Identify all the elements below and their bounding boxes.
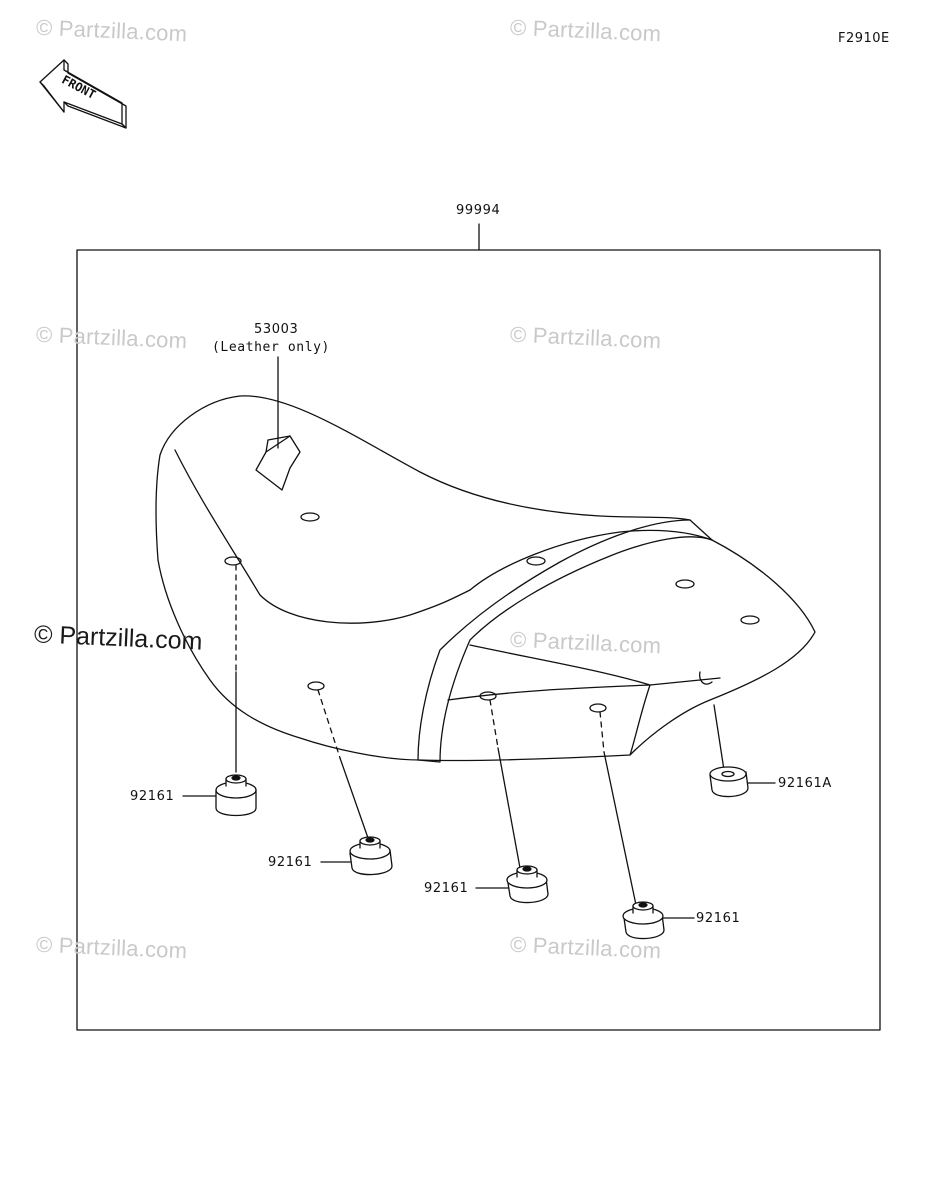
seat-drawing <box>155 395 816 763</box>
damper-icon <box>709 766 749 798</box>
figure-id: F2910E <box>838 31 890 46</box>
damper-part-number: 92161 <box>696 911 741 926</box>
emblem-part-note: (Leather only) <box>212 340 330 355</box>
damper-part-number: 92161 <box>268 855 313 870</box>
assembly-part-number: 99994 <box>456 203 501 218</box>
emblem-part-number: 53003 <box>254 322 299 337</box>
damper-part-number: 92161 <box>130 789 175 804</box>
damper-part-number: 92161 <box>424 881 469 896</box>
damper-icon <box>349 836 393 876</box>
damper-icon <box>622 901 665 940</box>
damper-icon <box>215 774 257 817</box>
front-arrow-icon: FRONT <box>39 59 127 129</box>
damper-icon <box>506 865 549 904</box>
damper-part-number: 92161A <box>778 776 832 791</box>
